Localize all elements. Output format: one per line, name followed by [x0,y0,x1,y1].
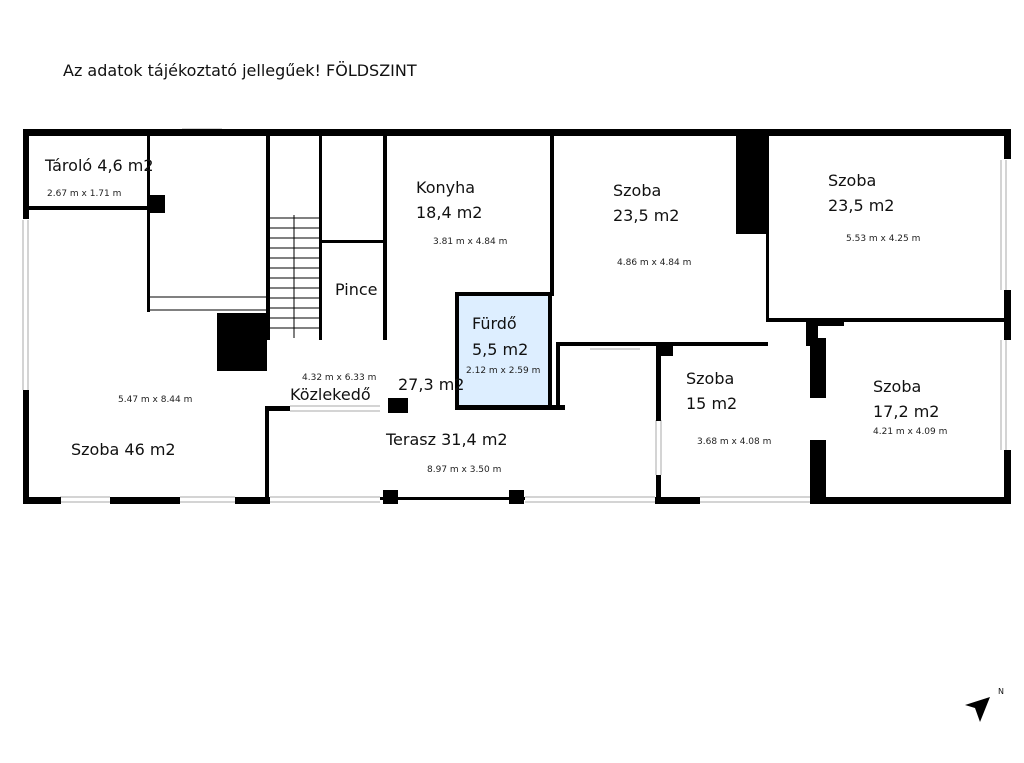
kitchen-name: Konyha [416,178,475,197]
hallway-area: 27,3 m2 [398,375,464,394]
hallway-dims: 4.32 m x 6.33 m [302,373,376,383]
room1-name: Szoba [613,181,661,200]
room4-area: 17,2 m2 [873,402,939,421]
north-arrow-icon: N [965,687,1004,722]
bathroom-name: Fürdő [472,314,517,333]
big-room-dims: 5.47 m x 8.44 m [118,395,192,405]
kitchen-area: 18,4 m2 [416,203,482,222]
room3-dims: 3.68 m x 4.08 m [697,437,771,447]
page-title: Az adatok tájékoztató jellegűek! FÖLDSZI… [63,61,417,80]
kitchen-dims: 3.81 m x 4.84 m [433,237,507,247]
room2-dims: 5.53 m x 4.25 m [846,234,920,244]
room3-area: 15 m2 [686,394,737,413]
room3-name: Szoba [686,369,734,388]
walls [23,129,1011,504]
hallway-name: Közlekedő [290,385,371,404]
terrace-name: Terasz 31,4 m2 [385,430,508,449]
bathroom-area: 5,5 m2 [472,340,528,359]
room2-area: 23,5 m2 [828,196,894,215]
north-label: N [998,687,1004,696]
big-room-name: Szoba 46 m2 [71,440,176,459]
room4-dims: 4.21 m x 4.09 m [873,427,947,437]
bathroom-fill [458,295,550,408]
room1-dims: 4.86 m x 4.84 m [617,258,691,268]
room2-name: Szoba [828,171,876,190]
staircase [150,215,319,338]
terrace-dims: 8.97 m x 3.50 m [427,465,501,475]
bathroom-dims: 2.12 m x 2.59 m [466,366,540,376]
room4-name: Szoba [873,377,921,396]
room1-area: 23,5 m2 [613,206,679,225]
storage-dims: 2.67 m x 1.71 m [47,189,121,199]
cellar-name: Pince [335,280,378,299]
storage-name: Tároló 4,6 m2 [44,156,154,175]
